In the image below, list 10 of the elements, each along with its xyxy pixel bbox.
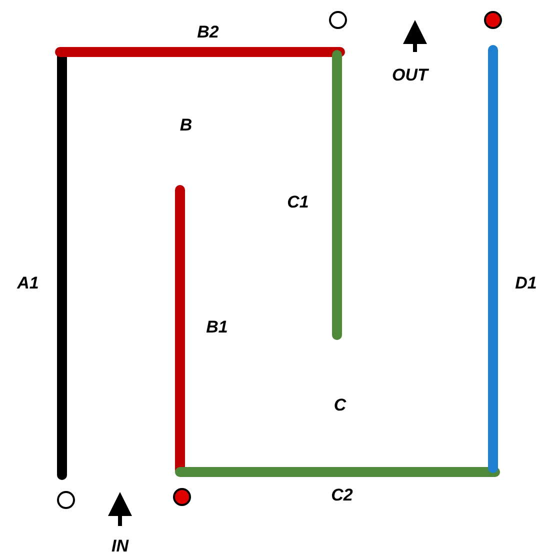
wall-label: IN	[112, 538, 128, 554]
wall-label: C1	[287, 194, 309, 210]
wall-label: C	[334, 396, 346, 414]
wall-label: B	[180, 116, 192, 134]
wall-label: A1	[17, 274, 39, 292]
wall-label: B2	[197, 24, 219, 40]
wall-label: OUT	[392, 66, 428, 84]
wall-label: B1	[206, 318, 228, 336]
wall-label: D1	[515, 274, 537, 292]
wall-label: C2	[331, 486, 353, 504]
